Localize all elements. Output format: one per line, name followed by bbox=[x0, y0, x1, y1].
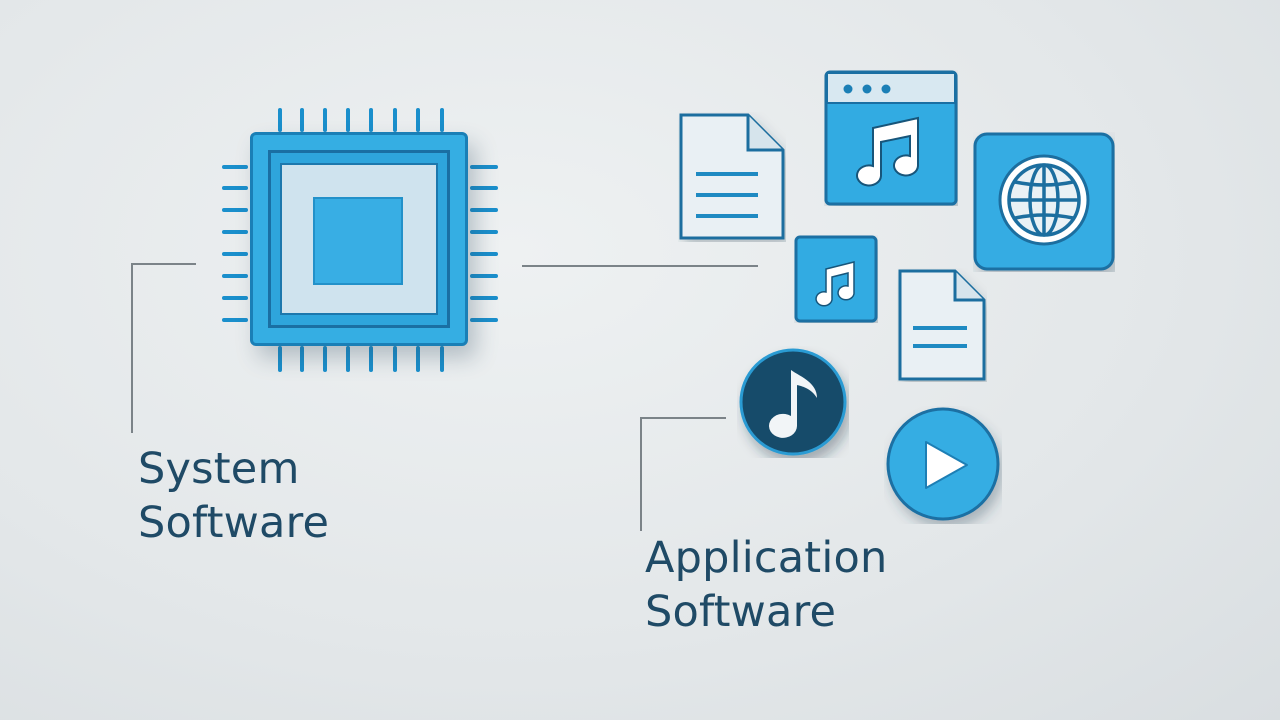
system-software-label-line2: Software bbox=[138, 498, 330, 548]
chip-pin-left bbox=[222, 274, 248, 278]
document-small-icon bbox=[897, 268, 987, 382]
chip-pin-left bbox=[222, 252, 248, 256]
music-note-circle-icon bbox=[737, 346, 849, 458]
chip-pin-left bbox=[222, 186, 248, 190]
chip-pin-top bbox=[440, 108, 444, 132]
chip-pin-left bbox=[222, 296, 248, 300]
chip-pin-right bbox=[470, 208, 498, 212]
chip-pin-right bbox=[470, 165, 498, 169]
chip-pin-top bbox=[416, 108, 420, 132]
chip-pin-top bbox=[393, 108, 397, 132]
globe-icon bbox=[973, 132, 1115, 272]
system-connector-horizontal bbox=[131, 263, 196, 265]
chip-pin-bottom bbox=[393, 346, 397, 372]
chip-pin-bottom bbox=[300, 346, 304, 372]
application-software-label-line1: Application bbox=[645, 533, 888, 583]
chip-pin-bottom bbox=[278, 346, 282, 372]
system-software-label: System Software bbox=[138, 442, 329, 550]
application-connector-horizontal bbox=[640, 417, 726, 419]
chip-pin-left bbox=[222, 165, 248, 169]
chip-pin-right bbox=[470, 230, 498, 234]
system-software-label-line1: System bbox=[138, 444, 300, 494]
chip-pin-bottom bbox=[323, 346, 327, 372]
center-connector bbox=[522, 265, 758, 267]
chip-pin-right bbox=[470, 186, 498, 190]
chip-pin-top bbox=[346, 108, 350, 132]
play-button-icon bbox=[884, 406, 1002, 524]
chip-pin-right bbox=[470, 318, 498, 322]
chip-pin-right bbox=[470, 274, 498, 278]
browser-window-music-icon bbox=[824, 70, 958, 206]
chip-pin-right bbox=[470, 296, 498, 300]
chip-pin-bottom bbox=[346, 346, 350, 372]
chip-pin-top bbox=[323, 108, 327, 132]
application-connector-vertical bbox=[640, 417, 642, 531]
chip-pin-left bbox=[222, 318, 248, 322]
chip-pin-left bbox=[222, 208, 248, 212]
music-note-icon bbox=[794, 235, 878, 323]
chip-core bbox=[313, 197, 403, 285]
chip-pin-top bbox=[300, 108, 304, 132]
chip-pin-bottom bbox=[416, 346, 420, 372]
application-software-label-line2: Software bbox=[645, 587, 837, 637]
system-connector-vertical bbox=[131, 263, 133, 433]
chip-pin-bottom bbox=[369, 346, 373, 372]
chip-pin-bottom bbox=[440, 346, 444, 372]
chip-pin-top bbox=[369, 108, 373, 132]
document-icon bbox=[678, 112, 786, 242]
chip-pin-right bbox=[470, 252, 498, 256]
chip-pin-top bbox=[278, 108, 282, 132]
application-software-label: Application Software bbox=[645, 531, 887, 639]
chip-pin-left bbox=[222, 230, 248, 234]
